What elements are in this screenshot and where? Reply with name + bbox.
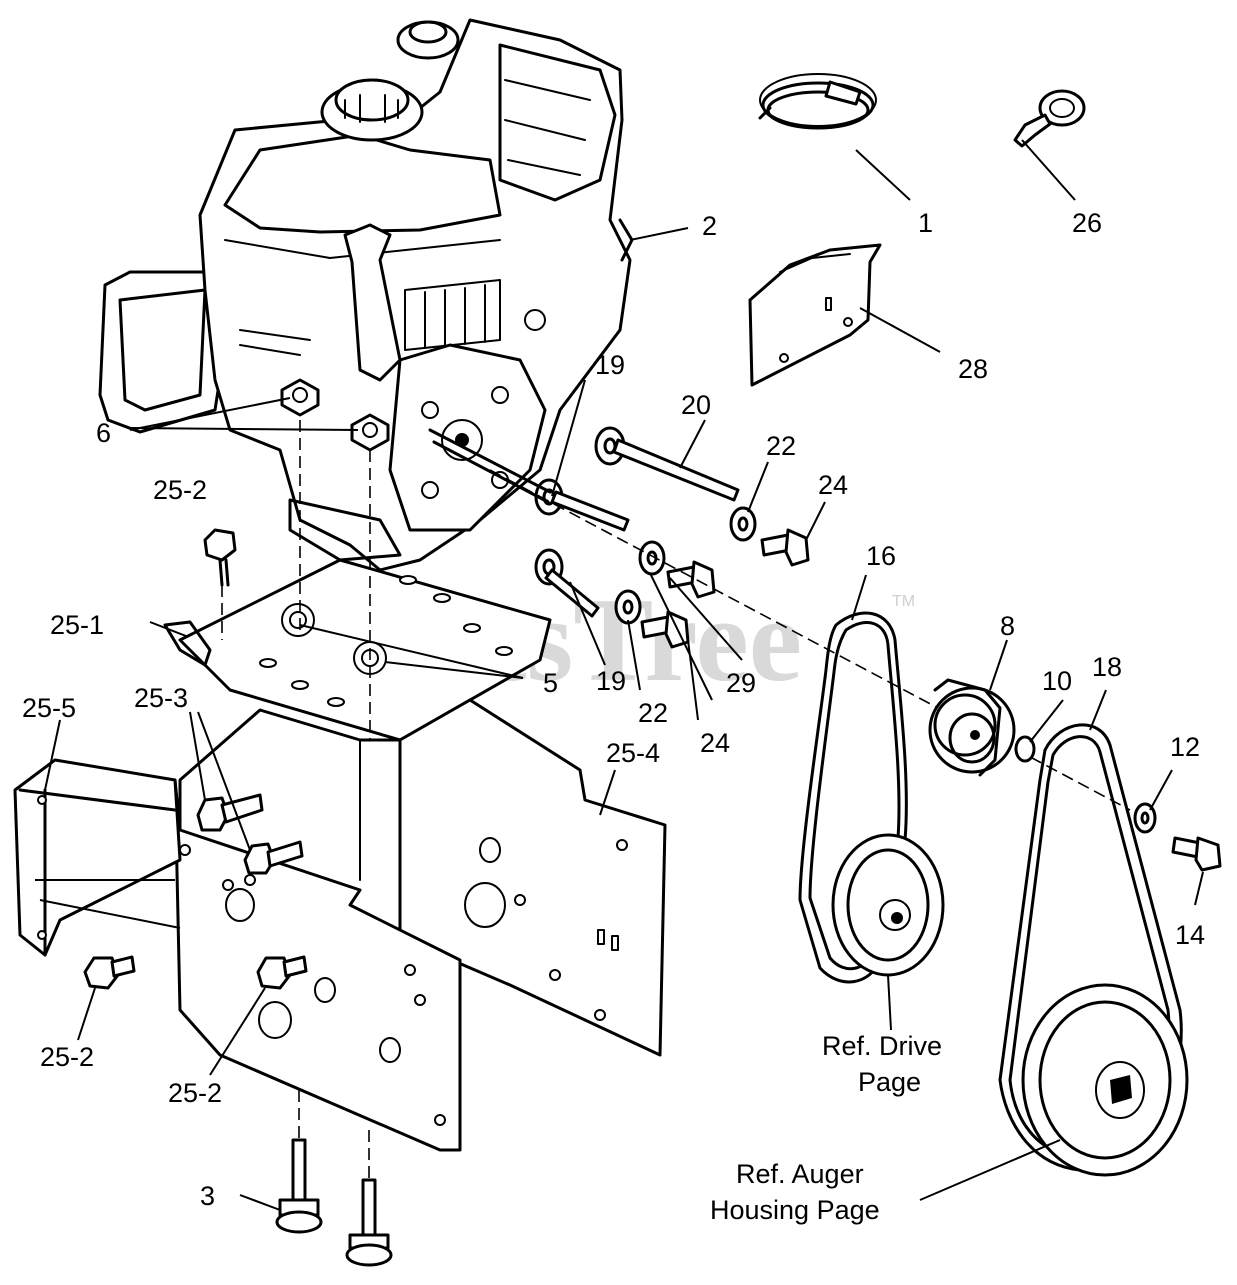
callout-25-4: 25-4 xyxy=(606,738,660,768)
belt-cover[interactable] xyxy=(748,243,882,387)
ref-drive-line1: Ref. Drive xyxy=(822,1031,942,1061)
callout-20: 20 xyxy=(681,390,711,420)
callout-22-top: 22 xyxy=(766,431,796,461)
ref-auger-line1: Ref. Auger xyxy=(736,1159,864,1189)
leader-lines xyxy=(35,139,1204,1211)
callout-25-5: 25-5 xyxy=(22,693,76,723)
drive-belt[interactable] xyxy=(798,611,945,984)
callout-26: 26 xyxy=(1072,208,1102,238)
watermark-trademark: TM xyxy=(892,593,915,610)
ignition-key[interactable] xyxy=(1013,89,1086,148)
callout-24-bottom: 24 xyxy=(700,728,730,758)
callout-24-top: 24 xyxy=(818,470,848,500)
callout-6: 6 xyxy=(96,418,111,448)
ref-drive-line2: Page xyxy=(858,1067,921,1097)
callout-22-bottom: 22 xyxy=(638,698,668,728)
frame[interactable] xyxy=(13,558,667,1152)
bolts[interactable] xyxy=(83,420,393,1267)
callout-8: 8 xyxy=(1000,611,1015,641)
ref-auger-line2: Housing Page xyxy=(710,1195,880,1225)
engine-pulley[interactable] xyxy=(928,678,1222,872)
callout-19-top: 19 xyxy=(595,350,625,380)
callout-3: 3 xyxy=(200,1181,215,1211)
callout-12: 12 xyxy=(1170,732,1200,762)
callout-25-2-center: 25-2 xyxy=(168,1078,222,1108)
callout-25-1: 25-1 xyxy=(50,610,104,640)
callout-25-2-left: 25-2 xyxy=(40,1042,94,1072)
callout-10: 10 xyxy=(1042,666,1072,696)
callout-19-bottom: 19 xyxy=(596,666,626,696)
callout-labels: 1 2 3 5 6 8 10 12 14 16 18 19 19 20 22 2… xyxy=(22,208,1205,1225)
engine[interactable] xyxy=(98,18,634,572)
callout-18: 18 xyxy=(1092,652,1122,682)
extension-cord[interactable] xyxy=(758,73,877,130)
callout-2: 2 xyxy=(702,211,717,241)
callout-25-2-top: 25-2 xyxy=(153,475,207,505)
callout-25-3: 25-3 xyxy=(134,683,188,713)
callout-29: 29 xyxy=(726,668,756,698)
callout-16: 16 xyxy=(866,541,896,571)
auger-belt[interactable] xyxy=(998,723,1189,1177)
callout-1: 1 xyxy=(918,208,933,238)
callout-14: 14 xyxy=(1175,920,1205,950)
callout-5: 5 xyxy=(543,668,558,698)
callout-28: 28 xyxy=(958,354,988,384)
